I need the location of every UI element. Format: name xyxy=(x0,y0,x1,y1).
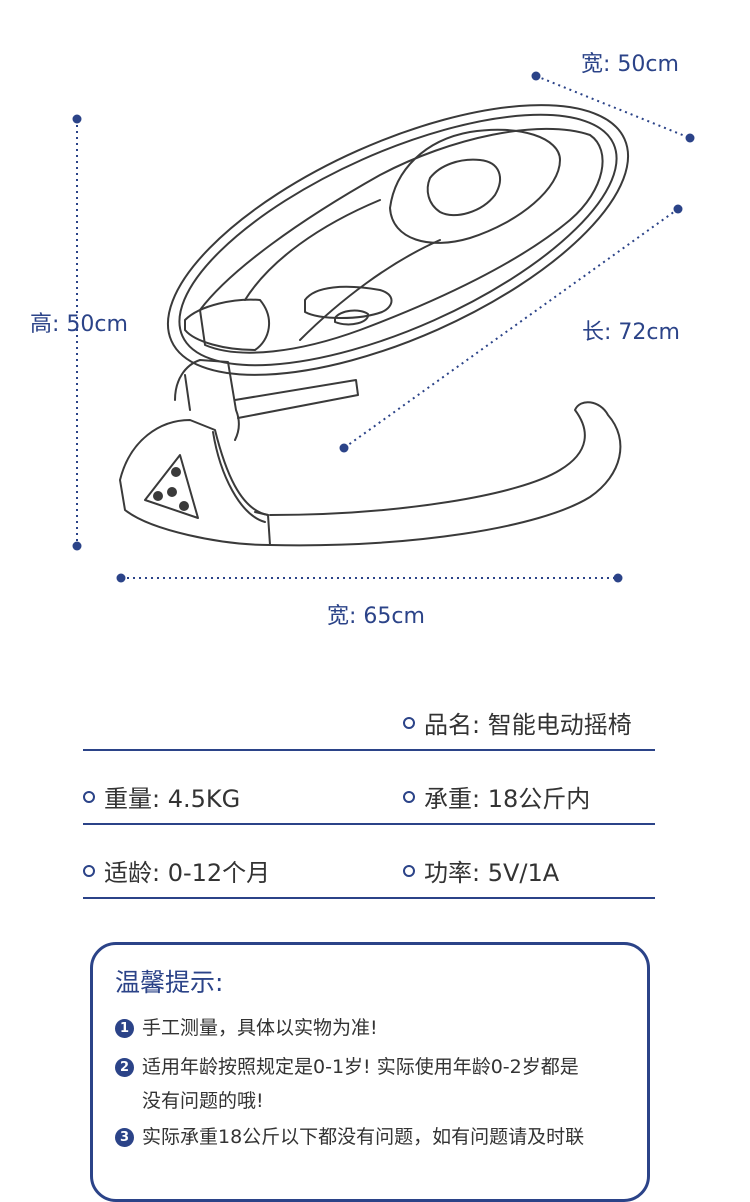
height-label: 高: 50cm xyxy=(30,312,128,337)
spec-load: 承重: 18公斤内 xyxy=(403,779,590,814)
length-label: 长: 72cm xyxy=(582,320,680,345)
spec-row-2: 重量: 4.5KG 承重: 18公斤内 xyxy=(83,751,655,825)
spec-row-1: 品名: 智能电动摇椅 xyxy=(83,677,655,751)
width-bottom-label: 宽: 65cm xyxy=(327,604,425,629)
number-3-icon: 3 xyxy=(115,1128,134,1147)
spec-name: 品名: 智能电动摇椅 xyxy=(403,705,632,740)
ring-bullet-icon xyxy=(403,864,415,877)
number-2-icon: 2 xyxy=(115,1058,134,1077)
spec-row-3: 适龄: 0-12个月 功率: 5V/1A xyxy=(83,825,655,899)
ring-bullet-icon xyxy=(83,790,95,803)
baby-rocker-chair-illustration xyxy=(119,104,630,547)
number-1-icon: 1 xyxy=(115,1019,134,1038)
width-top-label: 宽: 50cm xyxy=(581,52,679,77)
spec-age: 适龄: 0-12个月 xyxy=(83,853,270,888)
spec-weight: 重量: 4.5KG xyxy=(83,779,240,814)
dimension-guides xyxy=(72,71,695,583)
ring-bullet-icon xyxy=(403,716,415,729)
spec-power: 功率: 5V/1A xyxy=(403,853,559,888)
ring-bullet-icon xyxy=(403,790,415,803)
tips-title: 温馨提示: xyxy=(115,968,224,997)
ring-bullet-icon xyxy=(83,864,95,877)
